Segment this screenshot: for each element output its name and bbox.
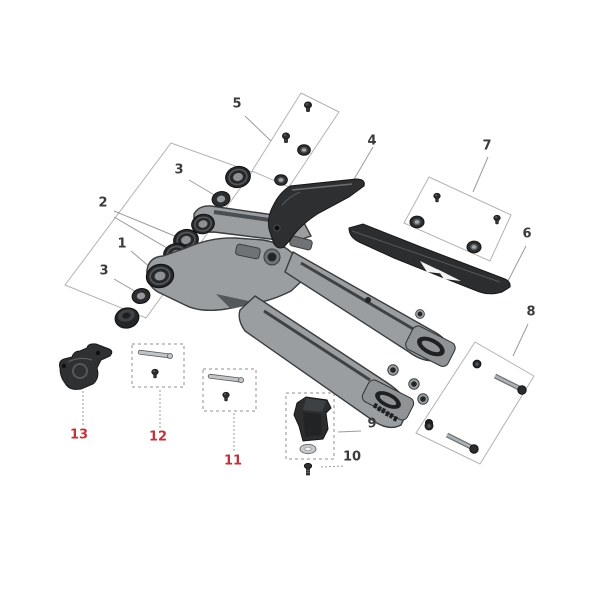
part-label-5[interactable]: 5 (232, 96, 242, 112)
part-label-6[interactable]: 6 (522, 226, 532, 242)
part-6-chain-guard (348, 223, 511, 295)
part-label-11[interactable]: 11 (223, 453, 243, 469)
part-label-10[interactable]: 10 (342, 449, 362, 465)
part-11-pin-kit (207, 373, 244, 402)
part-label-9[interactable]: 9 (367, 416, 377, 432)
dust-cap (114, 307, 140, 329)
part-label-3-lower[interactable]: 3 (99, 263, 109, 279)
axle-adjuster-upper (405, 325, 456, 367)
group-box-part-2 (64, 142, 253, 319)
part-label-8[interactable]: 8 (526, 304, 536, 320)
part-label-7[interactable]: 7 (482, 138, 492, 154)
part-label-12[interactable]: 12 (148, 429, 168, 445)
group-box-part-7 (403, 176, 512, 262)
part-label-13[interactable]: 13 (69, 427, 89, 443)
axle-adjuster-lower (361, 379, 415, 421)
part-5-fastener-kit (274, 101, 313, 186)
part-label-3-upper[interactable]: 3 (174, 162, 184, 178)
dashed-box-part-11 (202, 368, 257, 412)
part-4-front-guard (268, 178, 365, 249)
dashed-box-part-12 (131, 343, 185, 388)
group-box-part-8 (415, 341, 535, 465)
leader-lines (82, 115, 529, 468)
swingarm-illustration (142, 205, 456, 429)
part-12-pin-kit (137, 349, 174, 379)
part-7-fastener-kit (409, 192, 501, 254)
part-label-1[interactable]: 1 (117, 236, 127, 252)
part-8-bolt-kit (424, 359, 527, 454)
bearing-stack (114, 162, 254, 329)
part-9-slider-block (293, 396, 332, 455)
dashed-box-part-9 (285, 392, 335, 460)
part-label-2[interactable]: 2 (98, 195, 108, 211)
part-13-bracket (59, 343, 113, 390)
group-box-part-5 (251, 92, 340, 188)
part-label-4[interactable]: 4 (367, 133, 377, 149)
part-10-screw (303, 462, 313, 476)
adjuster-serrations (372, 402, 399, 422)
